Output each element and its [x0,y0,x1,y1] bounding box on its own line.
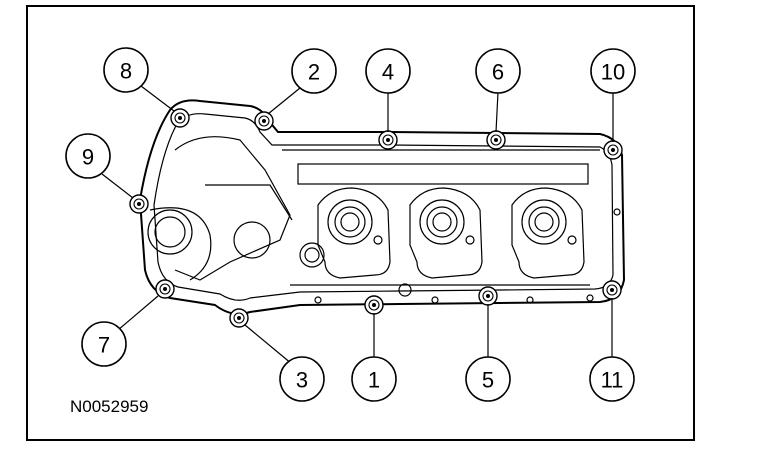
bolt-2 [254,111,274,131]
bolt-6 [486,130,506,150]
bolt-10 [603,140,623,160]
valve-cover-illustration [138,99,626,315]
callout-7-label: 7 [98,333,110,358]
callout-5: 5 [465,356,511,402]
bolt-1 [364,295,384,315]
bolt-heads [129,108,623,328]
callout-1: 1 [351,356,397,402]
leader-lines [101,85,614,365]
callout-1-label: 1 [368,368,380,393]
bolt-9 [129,194,149,214]
callout-6: 6 [475,48,521,94]
figure-code: N0052959 [70,397,148,416]
callout-9: 9 [65,133,111,179]
callout-11: 11 [589,356,635,402]
plug-tower-3 [511,187,585,279]
bolt-4 [378,130,398,150]
callout-9-label: 9 [82,145,94,170]
callout-10-label: 10 [601,60,625,85]
bolt-3 [229,308,249,328]
plug-tower-2 [409,187,483,279]
callout-3-label: 3 [296,368,308,393]
callout-5-label: 5 [482,368,494,393]
callout-6-label: 6 [492,60,504,85]
callout-10: 10 [590,48,636,94]
callout-2-label: 2 [308,60,320,85]
callout-11-label: 11 [601,368,624,393]
bolt-5 [478,286,498,306]
callout-7: 7 [81,321,127,367]
callout-3: 3 [279,356,325,402]
bolt-11 [602,280,622,300]
callout-8: 8 [103,47,149,93]
figure-frame [26,5,695,441]
plug-tower-1 [317,187,391,279]
bolt-7 [155,279,175,299]
callout-2: 2 [291,48,337,94]
callout-8-label: 8 [120,59,132,84]
callout-4-label: 4 [382,60,394,85]
bolt-8 [170,108,190,128]
callout-4: 4 [365,48,411,94]
